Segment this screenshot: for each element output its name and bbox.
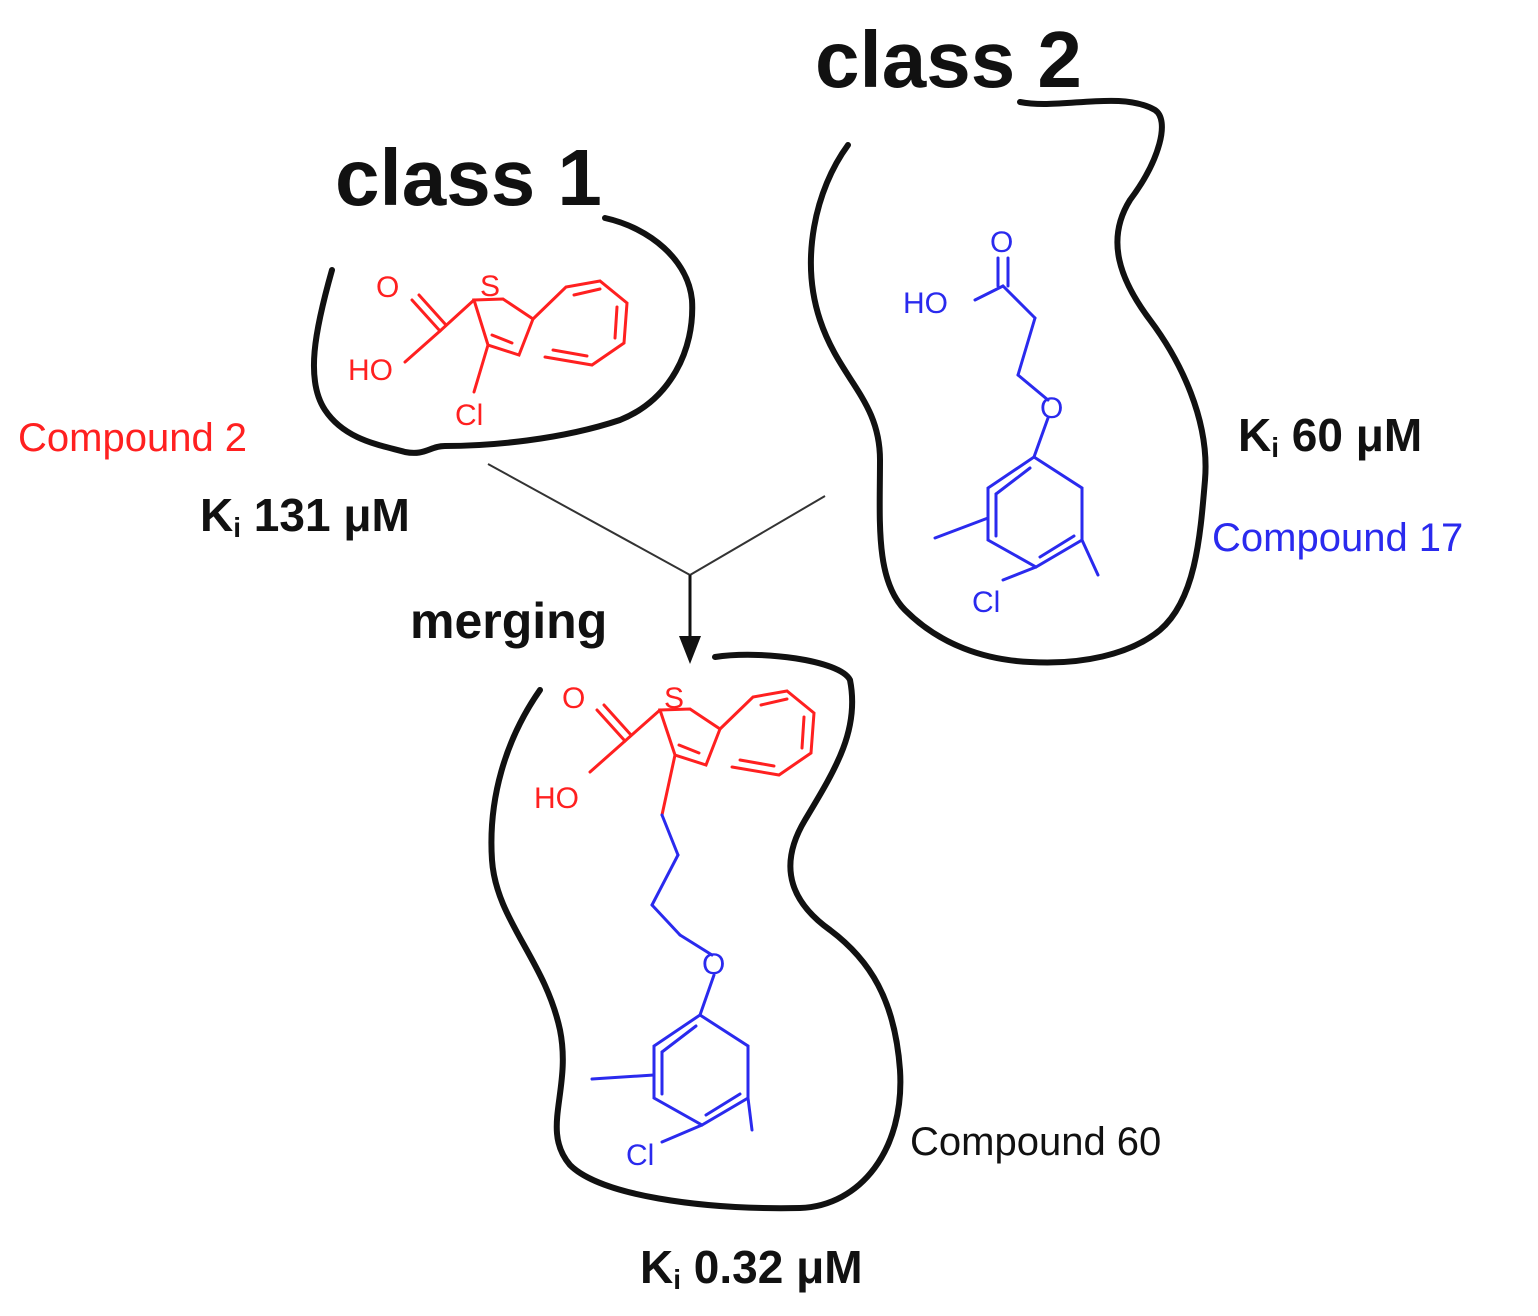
merge-line-right (689, 495, 826, 576)
ether-oxygen-label: O (1040, 392, 1063, 425)
carbonyl-oxygen-label: O (990, 226, 1013, 259)
compound-17-ki: Ki 60 μM (1238, 412, 1422, 462)
compound-60-atom-labels: S O HO O Cl (534, 682, 725, 1172)
chlorine-atom-label: Cl (455, 399, 483, 432)
merge-line-left (487, 463, 691, 576)
hydroxyl-label: HO (348, 354, 393, 387)
ki-value: 131 μM (253, 489, 410, 541)
sulfur-atom-label: S (664, 682, 684, 715)
hydroxyl-label: HO (903, 287, 948, 320)
compound-2-structure (403, 279, 629, 394)
ki-symbol: K (200, 489, 234, 541)
carbonyl-oxygen-label: O (376, 271, 399, 304)
chlorine-atom-label: Cl (972, 586, 1000, 619)
merge-lines (487, 463, 826, 640)
chlorine-atom-label: Cl (626, 1139, 654, 1172)
class-2-title: class 2 (815, 15, 1082, 104)
compound-17-label: Compound 17 (1212, 516, 1464, 560)
sulfur-atom-label: S (480, 270, 500, 303)
compound-17-atom-labels: O HO O Cl (903, 226, 1063, 619)
merge-arrowhead (679, 636, 701, 664)
ki-symbol: K (640, 1241, 674, 1293)
ki-subscript: i (673, 1264, 682, 1295)
class1-pocket-outline (310, 215, 696, 456)
ki-value: 60 μM (1291, 409, 1423, 461)
class-1-title: class 1 (335, 133, 602, 222)
compound-60-ki: Ki 0.32 μM (640, 1244, 863, 1294)
ki-subscript: i (233, 512, 242, 543)
compound-60-label: Compound 60 (910, 1120, 1162, 1164)
compound-60-red-fragment (588, 689, 816, 817)
compound-60-blue-fragment (590, 813, 754, 1144)
merging-label: merging (410, 593, 608, 649)
compound-2-atom-labels: S O HO Cl (348, 270, 500, 432)
pocket-outlines (310, 97, 1209, 1212)
ki-value: 0.32 μM (693, 1241, 863, 1293)
ki-subscript: i (1271, 432, 1280, 463)
carbonyl-oxygen-label: O (562, 682, 585, 715)
compound-17-structure (933, 256, 1100, 582)
ki-symbol: K (1238, 409, 1272, 461)
merged-pocket-outline (488, 651, 904, 1212)
hydroxyl-label: HO (534, 782, 579, 815)
compound-2-ki: Ki 131 μM (200, 492, 410, 542)
ether-oxygen-label: O (702, 948, 725, 981)
compound-2-label: Compound 2 (18, 416, 248, 460)
class2-pocket-outline (808, 97, 1209, 666)
